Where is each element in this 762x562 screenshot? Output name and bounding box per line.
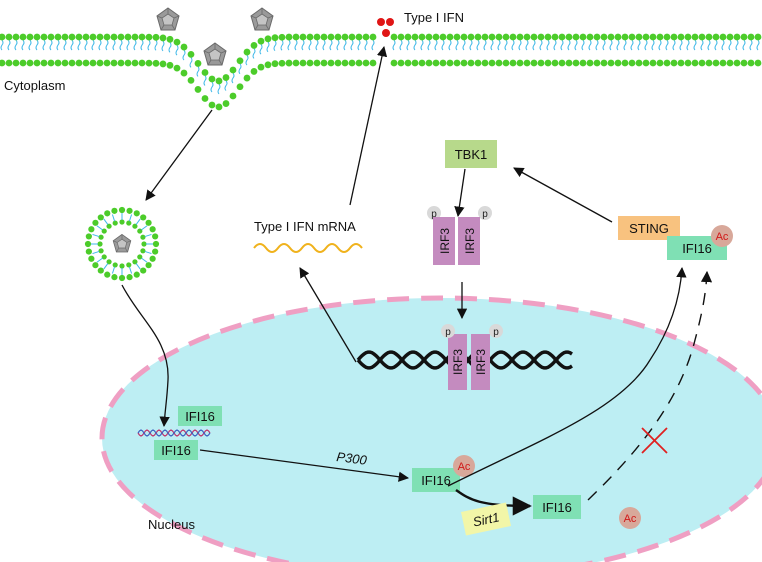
arrow-to-dna: [121, 284, 170, 428]
ifi16-label: IFI16: [542, 500, 572, 515]
irf3-box: [448, 334, 467, 390]
phospho-label: p: [493, 327, 499, 338]
virus-icon: [250, 7, 274, 31]
phospho-label: p: [482, 209, 488, 220]
phospho-circle: [427, 206, 441, 220]
irf3-box: [433, 217, 455, 265]
type1-ifn-label: Type I IFN: [404, 10, 464, 25]
acetyl-label: Ac: [458, 461, 471, 473]
acetyl-circle: [619, 507, 641, 529]
ifi16-box: [412, 468, 460, 492]
cytoplasm-label: Cytoplasm: [4, 78, 65, 93]
dna-helix-icon: [137, 429, 211, 437]
ifi16-label: IFI16: [421, 473, 451, 488]
irf3-label: IRF3: [438, 228, 452, 254]
sting-label: STING: [629, 221, 669, 236]
acetyl-label: Ac: [624, 513, 637, 525]
sirt1-box: [461, 502, 511, 536]
arrow-p300: [199, 449, 410, 482]
ifi16-box: [154, 440, 198, 460]
p300-label: P300: [336, 449, 369, 468]
mrna-wave: [253, 243, 363, 253]
arrow-blocked-export: [587, 270, 713, 501]
phospho-circle: [441, 324, 455, 338]
endosome-vesicle: [84, 206, 160, 282]
virus-icon: [112, 234, 132, 253]
irf3-box: [458, 217, 480, 265]
irf3-box: [471, 334, 490, 390]
ifi16-box: [533, 495, 581, 519]
tbk1-box: [445, 140, 497, 168]
acetyl-circle: [453, 455, 475, 477]
irf3-label: IRF3: [463, 228, 477, 254]
ifn-molecule: [377, 18, 385, 26]
arrow-ifi16-export: [447, 266, 687, 487]
ifi16-label: IFI16: [185, 409, 215, 424]
inhibition-cross-icon: [641, 427, 668, 454]
ifi16-label: IFI16: [161, 443, 191, 458]
ifi16-label: IFI16: [682, 241, 712, 256]
phospho-circle: [489, 324, 503, 338]
phospho-circle: [478, 206, 492, 220]
nucleus-label: Nucleus: [148, 517, 195, 532]
phospho-label: p: [445, 327, 451, 338]
virus-icon: [156, 7, 180, 31]
acetyl-label: Ac: [716, 231, 729, 243]
sirt1-label: Sirt1: [471, 509, 500, 529]
arrow-ifn-secretion: [349, 45, 388, 206]
virus-icon: [203, 42, 227, 66]
irf3-label: IRF3: [474, 349, 488, 375]
ifn-molecule: [382, 29, 390, 37]
arrow-endocytosis: [145, 109, 213, 201]
acetyl-circle: [711, 225, 733, 247]
ifi16-box: [178, 406, 222, 426]
nucleus: [99, 295, 762, 562]
arrow-sirt1: [455, 489, 532, 516]
type1-ifn-mrna-label: Type I IFN mRNA: [254, 219, 356, 234]
ifn-molecule: [386, 18, 394, 26]
arrow-tbk1-to-irf3: [454, 168, 466, 218]
plasma-membrane: [0, 33, 762, 111]
arrow-sting-to-tbk1: [513, 167, 613, 223]
tbk1-label: TBK1: [455, 147, 488, 162]
arrow-mrna-export: [299, 267, 357, 363]
phospho-label: p: [431, 209, 437, 220]
irf3-label: IRF3: [451, 349, 465, 375]
